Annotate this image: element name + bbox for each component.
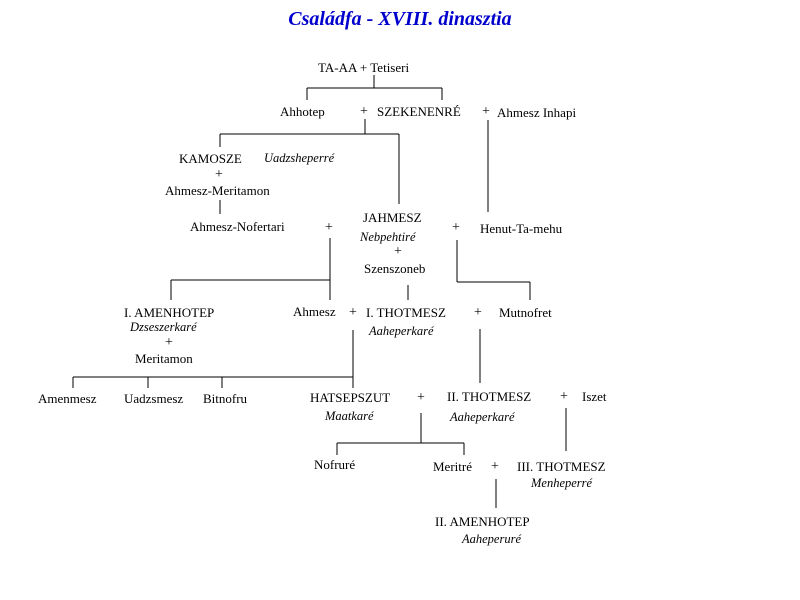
marriage-plus: +	[417, 390, 425, 405]
throne-name-thotmesz-3: Menheperré	[531, 476, 593, 490]
person-szenszoneb: Szenszoneb	[364, 261, 426, 276]
marriage-plus: +	[394, 244, 402, 259]
marriage-plus: +	[349, 305, 357, 320]
marriage-plus: +	[491, 459, 499, 474]
person-ahmesz-nofertari: Ahmesz-Nofertari	[190, 219, 285, 234]
marriage-plus: +	[452, 220, 460, 235]
person-iszet: Iszet	[582, 389, 607, 404]
person-amenhotep-1: I. AMENHOTEP	[124, 305, 215, 320]
person-amenmesz: Amenmesz	[38, 391, 97, 406]
person-ahmesz-inhapi: Ahmesz Inhapi	[497, 105, 577, 120]
throne-name-thotmesz-2: Aaheperkaré	[450, 410, 515, 424]
person-mutnofret: Mutnofret	[499, 305, 552, 320]
person-thotmesz-1: I. THOTMESZ	[366, 305, 446, 320]
person-ahmesz-meritamon: Ahmesz-Meritamon	[165, 183, 270, 198]
throne-name-jahmesz: Nebpehtiré	[360, 230, 416, 244]
marriage-plus: +	[482, 104, 490, 119]
throne-name-hatsepszut: Maatkaré	[325, 409, 374, 423]
marriage-plus: +	[165, 335, 173, 350]
person-bitnofru: Bitnofru	[203, 391, 248, 406]
person-meritre: Meritré	[433, 459, 472, 474]
person-thotmesz-2: II. THOTMESZ	[447, 389, 532, 404]
page-title: Családfa - XVIII. dinasztia	[288, 8, 512, 30]
person-taaa-tetiseri: TA-AA + Tetiseri	[318, 60, 410, 75]
person-nofrure: Nofruré	[314, 457, 356, 472]
person-meritamon: Meritamon	[135, 351, 193, 366]
person-thotmesz-3: III. THOTMESZ	[517, 459, 606, 474]
throne-name-kamosze: Uadzsheperré	[264, 151, 335, 165]
person-ahmesz: Ahmesz	[293, 304, 336, 319]
throne-name-amenhotep-2: Aaheperuré	[462, 532, 522, 546]
marriage-plus: +	[325, 220, 333, 235]
person-ahhotep: Ahhotep	[280, 104, 325, 119]
marriage-plus: +	[560, 389, 568, 404]
person-szekenenre: SZEKENENRÉ	[377, 104, 461, 119]
throne-name-thotmesz-1: Aaheperkaré	[369, 324, 434, 338]
marriage-plus: +	[215, 167, 223, 182]
person-jahmesz: JAHMESZ	[363, 210, 422, 225]
marriage-plus: +	[474, 305, 482, 320]
person-hatsepszut: HATSEPSZUT	[310, 390, 391, 405]
person-henut-ta-mehu: Henut-Ta-mehu	[480, 221, 563, 236]
marriage-plus: +	[360, 104, 368, 119]
person-uadzsmesz: Uadzsmesz	[124, 391, 184, 406]
throne-name-amenhotep-1: Dzseszerkaré	[130, 320, 197, 334]
person-kamosze: KAMOSZE	[179, 151, 242, 166]
person-amenhotep-2: II. AMENHOTEP	[435, 514, 530, 529]
